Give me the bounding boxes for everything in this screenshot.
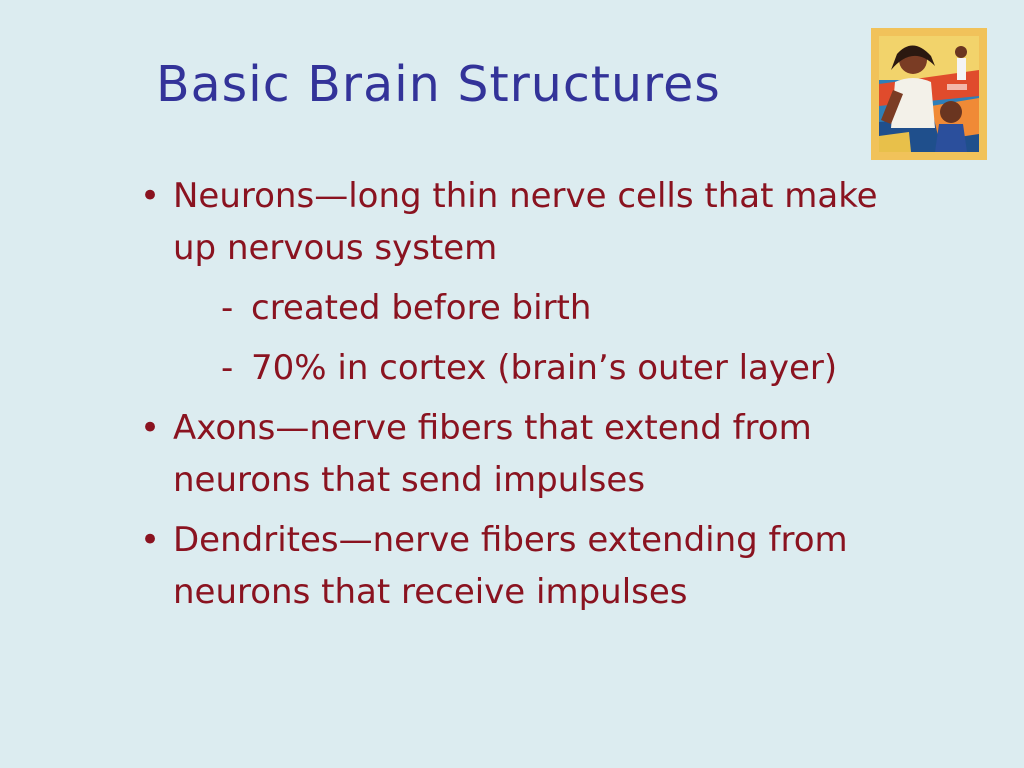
bullet-icon: • bbox=[140, 176, 161, 216]
list-item-text: Dendrites—nerve fibers extending from ne… bbox=[173, 520, 848, 612]
bullet-icon: • bbox=[140, 408, 161, 448]
list-item-text: Neurons—long thin nerve cells that make … bbox=[173, 176, 878, 268]
dash-icon: - bbox=[221, 348, 234, 388]
illustration-icon bbox=[871, 28, 987, 160]
sub-item: - 70% in cortex (brain’s outer layer) bbox=[173, 342, 900, 394]
bullet-icon: • bbox=[140, 520, 161, 560]
list-item-text: Axons—nerve fibers that extend from neur… bbox=[173, 408, 812, 500]
list-item: • Dendrites—nerve fibers extending from … bbox=[140, 514, 900, 618]
list-item: • Neurons—long thin nerve cells that mak… bbox=[140, 170, 900, 394]
page-title: Basic Brain Structures bbox=[156, 56, 721, 113]
dash-icon: - bbox=[221, 288, 234, 328]
sub-item: - created before birth bbox=[173, 282, 900, 334]
sub-item-text: 70% in cortex (brain’s outer layer) bbox=[251, 348, 838, 388]
bullet-list: • Neurons—long thin nerve cells that mak… bbox=[140, 170, 900, 626]
list-item: • Axons—nerve fibers that extend from ne… bbox=[140, 402, 900, 506]
sub-item-text: created before birth bbox=[251, 288, 592, 328]
